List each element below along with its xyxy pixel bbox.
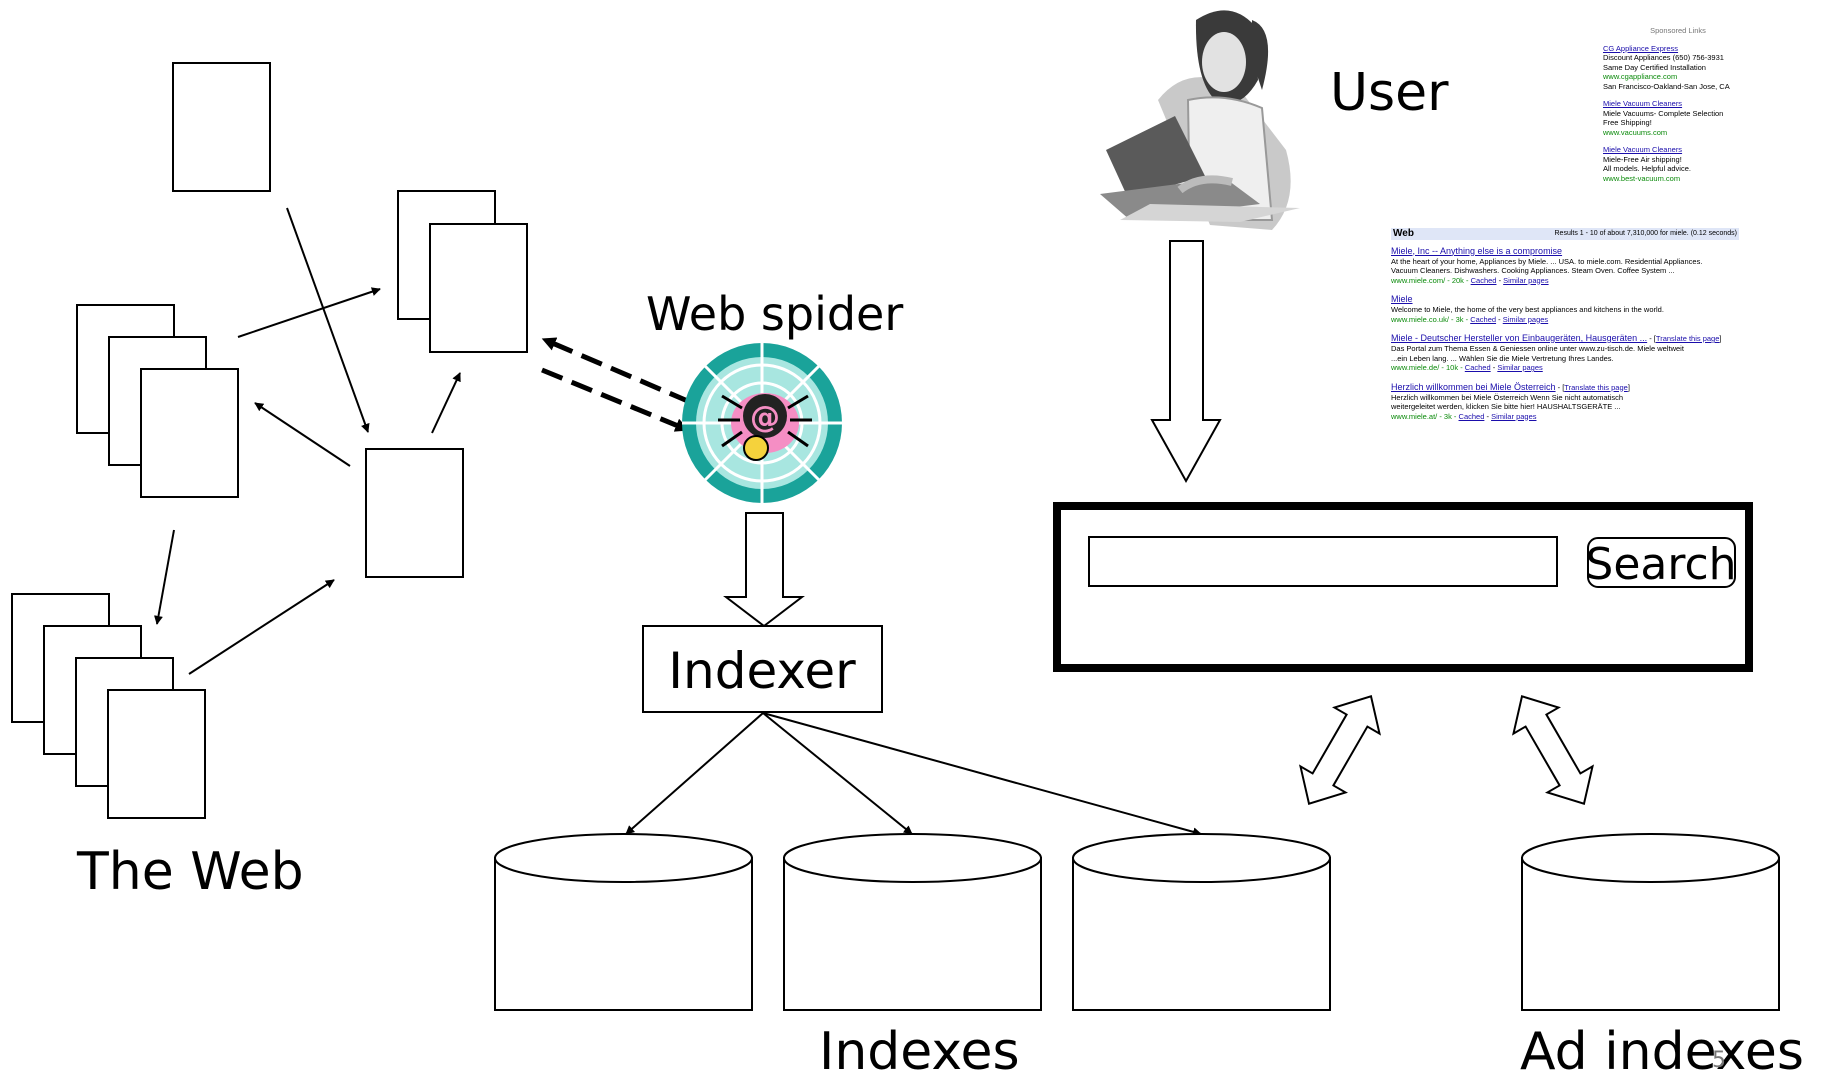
user-to-search-arrow — [1150, 240, 1222, 484]
results-tab[interactable]: Web — [1393, 228, 1414, 239]
ad-title-link[interactable]: Miele Vacuum Cleaners — [1603, 99, 1683, 108]
cached-link[interactable]: Cached — [1464, 363, 1491, 372]
indexes-label: Indexes — [819, 1022, 1020, 1072]
results-summary: Results 1 - 10 of about 7,310,000 for mi… — [1554, 230, 1738, 237]
result-title-link[interactable]: Herzlich willkommen bei Miele Österreich — [1391, 381, 1556, 392]
translate-link[interactable]: Translate this page — [1655, 334, 1720, 343]
ad-index-cylinder — [1521, 833, 1780, 1011]
similar-pages-link[interactable]: Similar pages — [1491, 411, 1537, 421]
result-url: www.miele.com/ - 20k - — [1391, 275, 1469, 285]
web-page — [172, 62, 271, 192]
result-item: Miele Welcome to Miele, the home of the … — [1391, 294, 1664, 324]
result-title-link[interactable]: Miele — [1391, 294, 1413, 304]
cached-link[interactable]: Cached — [1470, 275, 1497, 285]
index-arrow — [762, 712, 913, 835]
sponsored-links: Sponsored Links CG Appliance Express Dis… — [1603, 26, 1753, 191]
ad-text: San Francisco-Oakland-San Jose, CA — [1603, 81, 1730, 91]
the-web-label: The Web — [76, 842, 304, 902]
index-cylinder — [494, 833, 753, 1011]
result-snippet: Welcome to Miele, the home of the very b… — [1391, 305, 1664, 314]
hyperlink-arrows — [154, 207, 461, 675]
result-snippet: Das Portal zum Thema Essen & Geniessen o… — [1391, 344, 1684, 353]
web-page — [140, 368, 239, 498]
sponsored-links-title: Sponsored Links — [1650, 26, 1706, 35]
result-url: www.miele.at/ - 3k - — [1391, 411, 1457, 421]
cached-link[interactable]: Cached — [1458, 411, 1485, 421]
search-input[interactable] — [1088, 536, 1558, 587]
spider-crawl-arrows — [541, 336, 691, 433]
index-arrow — [762, 712, 1202, 837]
similar-pages-link[interactable]: Similar pages — [1503, 275, 1549, 285]
similar-pages-link[interactable]: Similar pages — [1502, 314, 1549, 324]
result-url: www.miele.co.uk/ - 3k - — [1391, 314, 1469, 324]
translate-link[interactable]: Translate this page — [1564, 382, 1628, 392]
ad-item: Miele Vacuum Cleaners Miele-Free Air shi… — [1603, 145, 1753, 183]
ad-text: Same Day Certified Installation — [1603, 62, 1706, 72]
ad-text: Miele Vacuums- Complete Selection — [1603, 108, 1724, 118]
ad-title-link[interactable]: CG Appliance Express — [1603, 43, 1679, 53]
web-page — [429, 223, 528, 353]
result-snippet: ...ein Leben lang. ... Wählen Sie die Mi… — [1391, 353, 1614, 363]
search-button-label: Search — [1585, 539, 1736, 590]
crawl-arrow-in — [541, 367, 690, 433]
ad-title-link[interactable]: Miele Vacuum Cleaners — [1603, 145, 1683, 154]
search-button[interactable] — [1587, 537, 1736, 588]
user-illustration — [1100, 10, 1300, 230]
index-cylinder — [1072, 833, 1331, 1011]
link-arrow — [254, 402, 351, 467]
ad-url: www.best-vacuum.com — [1603, 173, 1681, 183]
search-to-ad-index-arrow — [1298, 695, 1382, 805]
ad-item: CG Appliance Express Discount Appliances… — [1603, 44, 1753, 92]
user-label: User — [1330, 63, 1449, 123]
result-title-link[interactable]: Miele, Inc -- Anything else is a comprom… — [1391, 245, 1563, 256]
spider-icon: @ — [682, 343, 842, 503]
spider-at-symbol: @ — [750, 400, 780, 435]
ad-url: www.vacuums.com — [1603, 127, 1668, 137]
link-arrow — [188, 579, 335, 675]
ad-text: All models. Helpful advice. — [1603, 164, 1691, 173]
ad-url: www.cgappliance.com — [1603, 72, 1678, 81]
result-snippet: At the heart of your home, Appliances by… — [1391, 256, 1703, 266]
index-cylinder — [783, 833, 1042, 1011]
result-item: Miele - Deutscher Hersteller von Einbaug… — [1391, 333, 1722, 372]
web-documents — [11, 62, 528, 819]
similar-pages-link[interactable]: Similar pages — [1497, 363, 1543, 372]
web-spider-label: Web spider — [646, 287, 903, 341]
ad-index-to-search-arrow — [1511, 695, 1595, 805]
link-arrow — [237, 287, 381, 338]
link-arrow — [431, 372, 461, 434]
page-number: 5 — [1712, 1048, 1726, 1072]
result-snippet: weitergeleitet werden, klicken Sie bitte… — [1391, 402, 1621, 411]
ad-text: Free Shipping! — [1603, 118, 1652, 127]
result-snippet: Vacuum Cleaners. Dishwashers. Cooking Ap… — [1391, 266, 1675, 275]
link-arrow — [286, 207, 370, 433]
result-item: Herzlich willkommen bei Miele Österreich… — [1391, 381, 1630, 421]
index-cylinders — [494, 833, 1780, 1011]
ad-indexes-label: Ad indexes — [1520, 1022, 1804, 1072]
crawl-arrow-out — [541, 336, 691, 405]
result-snippet: Herzlich willkommen bei Miele Österreich… — [1391, 392, 1624, 402]
link-arrow — [154, 529, 175, 625]
web-page — [107, 689, 206, 819]
result-url: www.miele.de/ - 10k - — [1391, 363, 1463, 372]
results-header: Web Results 1 - 10 of about 7,310,000 fo… — [1391, 228, 1739, 240]
result-item: Miele, Inc -- Anything else is a comprom… — [1391, 245, 1703, 285]
search-results: Web Results 1 - 10 of about 7,310,000 fo… — [1391, 228, 1739, 430]
ad-text: Miele-Free Air shipping! — [1603, 154, 1682, 164]
indexer-box — [642, 625, 883, 713]
ad-text: Discount Appliances (650) 756-3931 — [1603, 53, 1724, 62]
cached-link[interactable]: Cached — [1470, 314, 1497, 324]
index-arrow — [625, 712, 764, 835]
result-title-link[interactable]: Miele - Deutscher Hersteller von Einbaug… — [1391, 333, 1648, 343]
indexer-label: Indexer — [668, 642, 856, 700]
spider-to-indexer-arrow — [723, 512, 805, 628]
web-page — [365, 448, 464, 578]
ad-item: Miele Vacuum Cleaners Miele Vacuums- Com… — [1603, 99, 1753, 137]
indexer-output-arrows — [625, 712, 1202, 837]
